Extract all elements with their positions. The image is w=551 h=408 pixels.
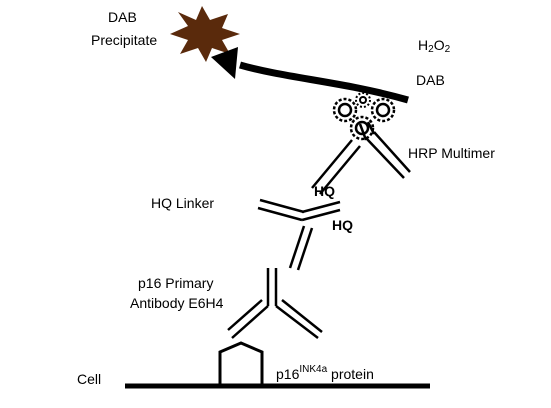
hrp-gear-icon xyxy=(370,97,396,123)
p16-primary-label-line1: p16 Primary xyxy=(138,275,213,291)
dab-precipitate-starburst-icon xyxy=(170,6,240,62)
p16-protein-label: p16INK4a protein xyxy=(276,364,374,382)
p16-protein-shape xyxy=(218,341,264,387)
hq-upper-label: HQ xyxy=(314,183,335,199)
dab-precipitate-label-line2: Precipitate xyxy=(91,32,157,48)
reaction-arrow-icon xyxy=(239,61,409,104)
hrp-gear-icon xyxy=(355,92,371,108)
hrp-gear-icon xyxy=(332,97,358,123)
dab-precipitate-label-line1: DAB xyxy=(108,9,137,25)
h2o2-label: H2O2 xyxy=(418,37,451,55)
hq-linker xyxy=(257,198,341,271)
hrp-multimer-label: HRP Multimer xyxy=(408,145,495,161)
hrp-multimer-antibody xyxy=(311,121,411,195)
hq-linker-label: HQ Linker xyxy=(151,195,214,211)
dab-substrate-label: DAB xyxy=(416,72,445,88)
hq-lower-label: HQ xyxy=(332,217,353,233)
cell-label: Cell xyxy=(77,371,101,387)
reaction-arrowhead-icon xyxy=(211,47,238,79)
p16-primary-antibody xyxy=(227,268,323,339)
p16-primary-label-line2: Antibody E6H4 xyxy=(130,295,224,311)
